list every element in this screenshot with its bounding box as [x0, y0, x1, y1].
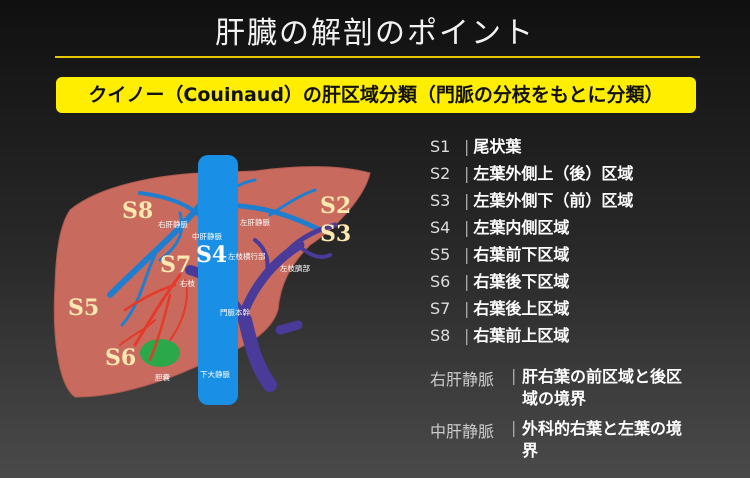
segment-row: S3 |左葉外側下（前）区域 [430, 187, 633, 214]
label-left-umbilical: 左枝臍部 [280, 263, 310, 273]
segment-row: S4 |左葉内側区域 [430, 214, 633, 241]
label-s5: S5 [68, 295, 99, 321]
label-right-hepatic-vein: 右肝静脈 [158, 219, 188, 229]
separator: | [464, 218, 470, 237]
segment-code: S3 [430, 191, 451, 210]
separator: | [464, 191, 470, 210]
segment-name: 左葉外側上（後）区域 [473, 164, 634, 183]
label-left-hepatic-vein: 左肝静脈 [240, 217, 270, 227]
gallbladder-shape [140, 339, 180, 367]
title-underline [55, 56, 700, 58]
segment-list: S1|尾状葉 S2|左葉外側上（後）区域 S3|左葉外側下（前）区域 S4|左葉… [430, 133, 633, 349]
label-s2: S2 [320, 193, 351, 219]
segment-code: S6 [430, 272, 451, 291]
liver-diagram: S8 S2 S3 S4 S7 S5 S6 右肝静脈 中肝静脈 左肝静脈 左枝横行… [53, 155, 371, 405]
label-s4: S4 [196, 242, 227, 268]
subtitle-banner: クイノー（Couinaud）の肝区域分類（門脈の分枝をもとに分類） [56, 77, 696, 113]
segment-code: S7 [430, 299, 451, 318]
segment-code: S2 [430, 164, 451, 183]
segment-name: 尾状葉 [473, 137, 522, 156]
label-ivc: 下大静脈 [200, 369, 230, 379]
arteries [119, 273, 188, 362]
page-title: 肝臓の解剖のポイント [215, 16, 535, 51]
segment-name: 右葉後上区域 [473, 299, 570, 318]
label-middle-hepatic-vein: 中肝静脈 [192, 231, 222, 241]
segment-code: S8 [430, 326, 451, 345]
label-s3: S3 [320, 221, 351, 247]
label-left-transverse: 左枝横行部 [228, 251, 266, 261]
segment-name: 左葉外側下（前）区域 [473, 191, 634, 210]
vein-name: 中肝静脈 [430, 422, 495, 441]
segment-row: S2 |左葉外側上（後）区域 [430, 160, 633, 187]
segment-code: S5 [430, 245, 451, 264]
separator: | [511, 366, 517, 385]
label-s6: S6 [105, 345, 136, 371]
segment-row: S8 |右葉前上区域 [430, 322, 633, 349]
separator: | [464, 164, 470, 183]
label-s8: S8 [122, 198, 153, 224]
separator: | [511, 418, 517, 437]
segment-row: S1 |尾状葉 [430, 133, 633, 160]
segment-row: S6 |右葉後下区域 [430, 268, 633, 295]
segment-code: S4 [430, 218, 451, 237]
segment-row: S5 |右葉前下区域 [430, 241, 633, 268]
separator: | [464, 137, 470, 156]
segment-name: 右葉前下区域 [473, 245, 570, 264]
label-s7: S7 [160, 252, 191, 278]
vein-name: 右肝静脈 [430, 370, 495, 389]
segment-row: S7 |右葉後上区域 [430, 295, 633, 322]
label-portal-trunk: 門脈本幹 [220, 307, 250, 317]
separator: | [464, 272, 470, 291]
label-right-branch: 右枝 [180, 278, 195, 288]
ivc-shape [198, 155, 238, 405]
segment-name: 左葉内側区域 [473, 218, 570, 237]
segment-name: 右葉後下区域 [473, 272, 570, 291]
separator: | [464, 245, 470, 264]
segment-name: 右葉前上区域 [473, 326, 570, 345]
label-gallbladder: 胆嚢 [155, 372, 170, 382]
vein-description: 肝右葉の前区域と後区域の境界 [522, 367, 683, 408]
separator: | [464, 326, 470, 345]
separator: | [464, 299, 470, 318]
vein-description: 外科的右葉と左葉の境界 [522, 419, 683, 460]
segment-code: S1 [430, 137, 451, 156]
